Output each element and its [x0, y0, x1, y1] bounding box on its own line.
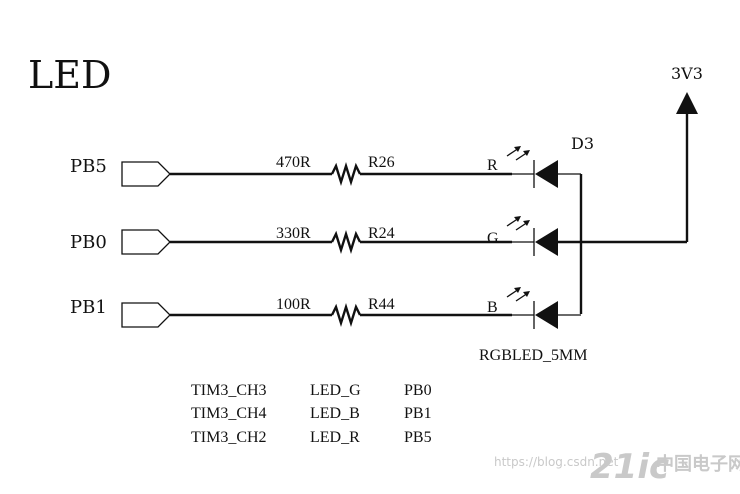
- watermark-brand-cn: 中国电子网: [656, 453, 740, 475]
- schematic-title: LED: [28, 53, 111, 97]
- note-cell: PB0: [404, 382, 432, 399]
- note-cell: LED_G: [310, 382, 361, 399]
- led-pin: G: [487, 230, 499, 247]
- watermark: https://blog.csdn.net 21ic 中国电子网: [494, 447, 740, 487]
- channel-row-pb5: PB5 470R R26 R: [70, 146, 581, 188]
- resistor-ref: R24: [368, 225, 395, 242]
- watermark-url: https://blog.csdn.net: [494, 455, 619, 469]
- resistor-ref: R26: [368, 154, 395, 171]
- port-connector-icon: [121, 161, 171, 187]
- diode-icon: [512, 228, 558, 256]
- led-pin: B: [487, 299, 498, 316]
- resistor-value: 330R: [276, 225, 311, 242]
- channel-row-pb1: PB1 100R R44 B: [70, 287, 581, 329]
- note-cell: LED_R: [310, 429, 360, 446]
- resistor-icon: [330, 229, 362, 255]
- resistor-icon: [330, 302, 362, 328]
- note-cell: TIM3_CH4: [191, 405, 267, 422]
- supply-arrow-icon: [676, 92, 698, 114]
- diode-icon: [512, 160, 581, 188]
- diode-icon: [512, 301, 581, 329]
- net-label: PB1: [70, 297, 107, 318]
- resistor-ref: R44: [368, 296, 395, 313]
- emission-arrows-icon: [506, 146, 530, 161]
- watermark-brand: 21ic: [590, 447, 669, 487]
- channel-mapping-notes: TIM3_CH3 LED_G PB0 TIM3_CH4 LED_B PB1 TI…: [191, 382, 432, 446]
- supply-label: 3V3: [671, 64, 703, 83]
- note-cell: TIM3_CH3: [191, 382, 267, 399]
- note-cell: PB5: [404, 429, 432, 446]
- note-cell: LED_B: [310, 405, 360, 422]
- net-label: PB0: [70, 232, 107, 253]
- emission-arrows-icon: [506, 287, 530, 302]
- port-connector-icon: [121, 302, 171, 328]
- channel-row-pb0: PB0 330R R24 G: [70, 216, 558, 256]
- port-connector-icon: [121, 229, 171, 255]
- net-label: PB5: [70, 156, 107, 177]
- led-pin: R: [487, 157, 498, 174]
- resistor-icon: [330, 161, 362, 187]
- led-part: RGBLED_5MM: [479, 347, 587, 364]
- emission-arrows-icon: [506, 216, 530, 231]
- note-cell: TIM3_CH2: [191, 429, 267, 446]
- note-cell: PB1: [404, 405, 432, 422]
- resistor-value: 100R: [276, 296, 311, 313]
- resistor-value: 470R: [276, 154, 311, 171]
- led-ref: D3: [571, 134, 594, 153]
